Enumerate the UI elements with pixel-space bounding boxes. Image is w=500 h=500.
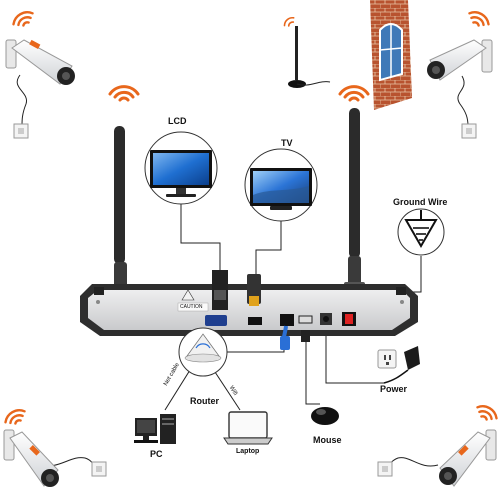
wifi-signal-icon bbox=[4, 409, 26, 425]
wall-socket-icon bbox=[377, 461, 393, 477]
security-camera-icon bbox=[427, 39, 493, 81]
ground-wire-label: Ground Wire bbox=[393, 197, 448, 207]
tv-label: TV bbox=[281, 138, 293, 148]
lan-port bbox=[280, 314, 294, 326]
wifi-signal-icon bbox=[468, 11, 490, 27]
security-camera-icon bbox=[3, 429, 59, 487]
wall-socket-icon bbox=[13, 123, 29, 139]
router-to-pc-line bbox=[164, 369, 191, 411]
tv-icon bbox=[244, 148, 318, 222]
router-icon bbox=[178, 327, 228, 377]
usb-port bbox=[298, 315, 313, 324]
pc-tower-icon bbox=[134, 414, 176, 444]
hdmi-port bbox=[248, 317, 262, 325]
wifi-signal-icon bbox=[12, 11, 34, 27]
security-camera-icon bbox=[5, 39, 75, 85]
lcd-label: LCD bbox=[168, 116, 187, 126]
router-to-laptop-line bbox=[214, 371, 241, 411]
vga-port bbox=[205, 315, 227, 326]
connection-lines bbox=[16, 74, 469, 467]
usb-plug bbox=[301, 330, 310, 342]
lcd-connection-line bbox=[180, 204, 221, 270]
antenna-icon bbox=[344, 108, 365, 292]
brick-wall-icon bbox=[370, 0, 412, 110]
power-adapter-icon bbox=[383, 346, 420, 384]
power-outlet-icon bbox=[377, 349, 397, 369]
wifi-signal-icon bbox=[283, 17, 295, 27]
wall-socket-icon bbox=[461, 123, 477, 139]
nvr-recorder bbox=[80, 284, 418, 336]
tv-connection-line bbox=[255, 218, 282, 274]
pc-label: PC bbox=[150, 449, 163, 459]
mouse-line bbox=[305, 332, 320, 405]
wifi-signal-icon bbox=[476, 405, 498, 421]
ground-wire-icon bbox=[397, 208, 445, 256]
power-line bbox=[325, 332, 384, 384]
power-label: Power bbox=[380, 384, 408, 394]
camera-cable-top-right bbox=[457, 75, 469, 127]
laptop-icon bbox=[223, 411, 273, 445]
router-label: Router bbox=[190, 396, 219, 406]
wifi-signal-icon bbox=[338, 85, 370, 102]
caution-label: CAUTION bbox=[180, 304, 203, 310]
lcd-monitor-icon bbox=[144, 131, 218, 205]
router-to-nvr-line bbox=[218, 342, 285, 353]
mouse-label: Mouse bbox=[313, 435, 342, 445]
laptop-label: Laptop bbox=[236, 448, 260, 455]
wifi-signal-icon bbox=[108, 85, 140, 102]
wall-socket-icon bbox=[91, 461, 107, 477]
camera-cable-top-left bbox=[16, 74, 27, 127]
security-camera-icon bbox=[439, 429, 497, 487]
camera-cable-bottom-right bbox=[387, 457, 439, 467]
mouse-icon bbox=[311, 407, 339, 425]
antenna-icon bbox=[288, 26, 331, 88]
antenna-icon bbox=[110, 126, 131, 296]
